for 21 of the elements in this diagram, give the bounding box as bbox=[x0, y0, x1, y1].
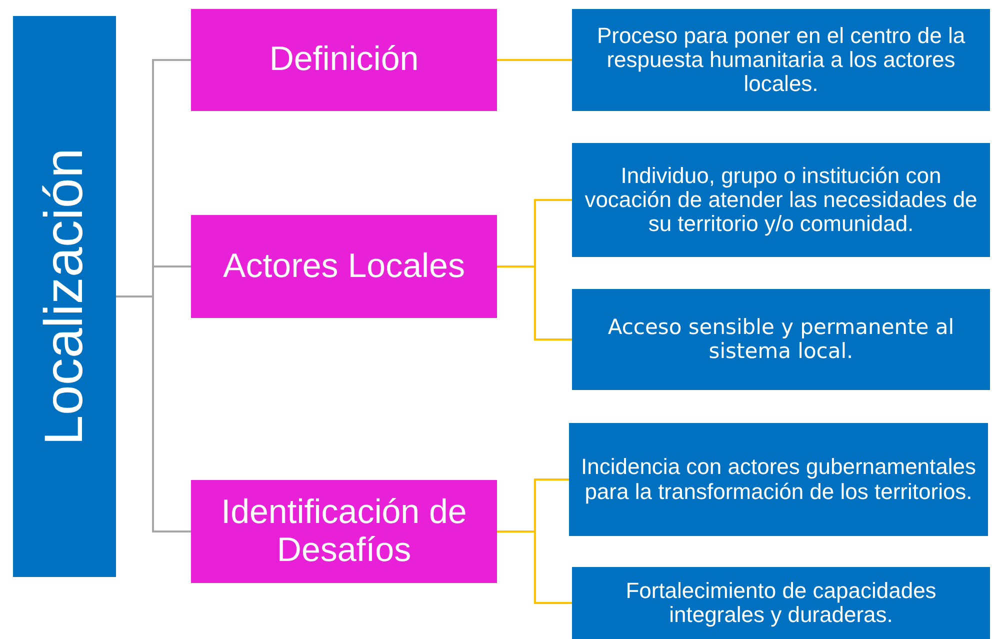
category-box bbox=[191, 480, 497, 583]
connector-line bbox=[497, 59, 572, 61]
box-text: Fortalecimiento de capacidades integrales y duraderas. bbox=[624, 578, 938, 628]
box-text: Identificación de Desafíos bbox=[220, 494, 468, 569]
category-box bbox=[191, 215, 497, 318]
description-box bbox=[572, 567, 990, 639]
description-box bbox=[572, 143, 990, 257]
connector-line bbox=[116, 296, 191, 532]
box-text: Individuo, grupo o institución con vocación de atender las necesidades de su territorio y/o comunidad. bbox=[584, 164, 978, 236]
title-bar bbox=[13, 16, 116, 577]
box-text: Acceso sensible y permanente al sistema local. bbox=[606, 316, 956, 363]
connector-line bbox=[497, 266, 572, 340]
box-text: Proceso para poner en el centro de la respuesta humanitaria a los actores locales. bbox=[596, 24, 966, 96]
category-box bbox=[191, 9, 497, 111]
box-text: Definición bbox=[269, 41, 419, 79]
description-box bbox=[572, 289, 990, 390]
box-text: Actores Locales bbox=[223, 248, 465, 286]
vertical-title: Localización bbox=[34, 148, 94, 446]
description-box bbox=[569, 423, 988, 536]
box-text: Incidencia con actores gubernamentales para la transformación de los territorios. bbox=[580, 455, 978, 504]
description-box bbox=[572, 9, 990, 111]
